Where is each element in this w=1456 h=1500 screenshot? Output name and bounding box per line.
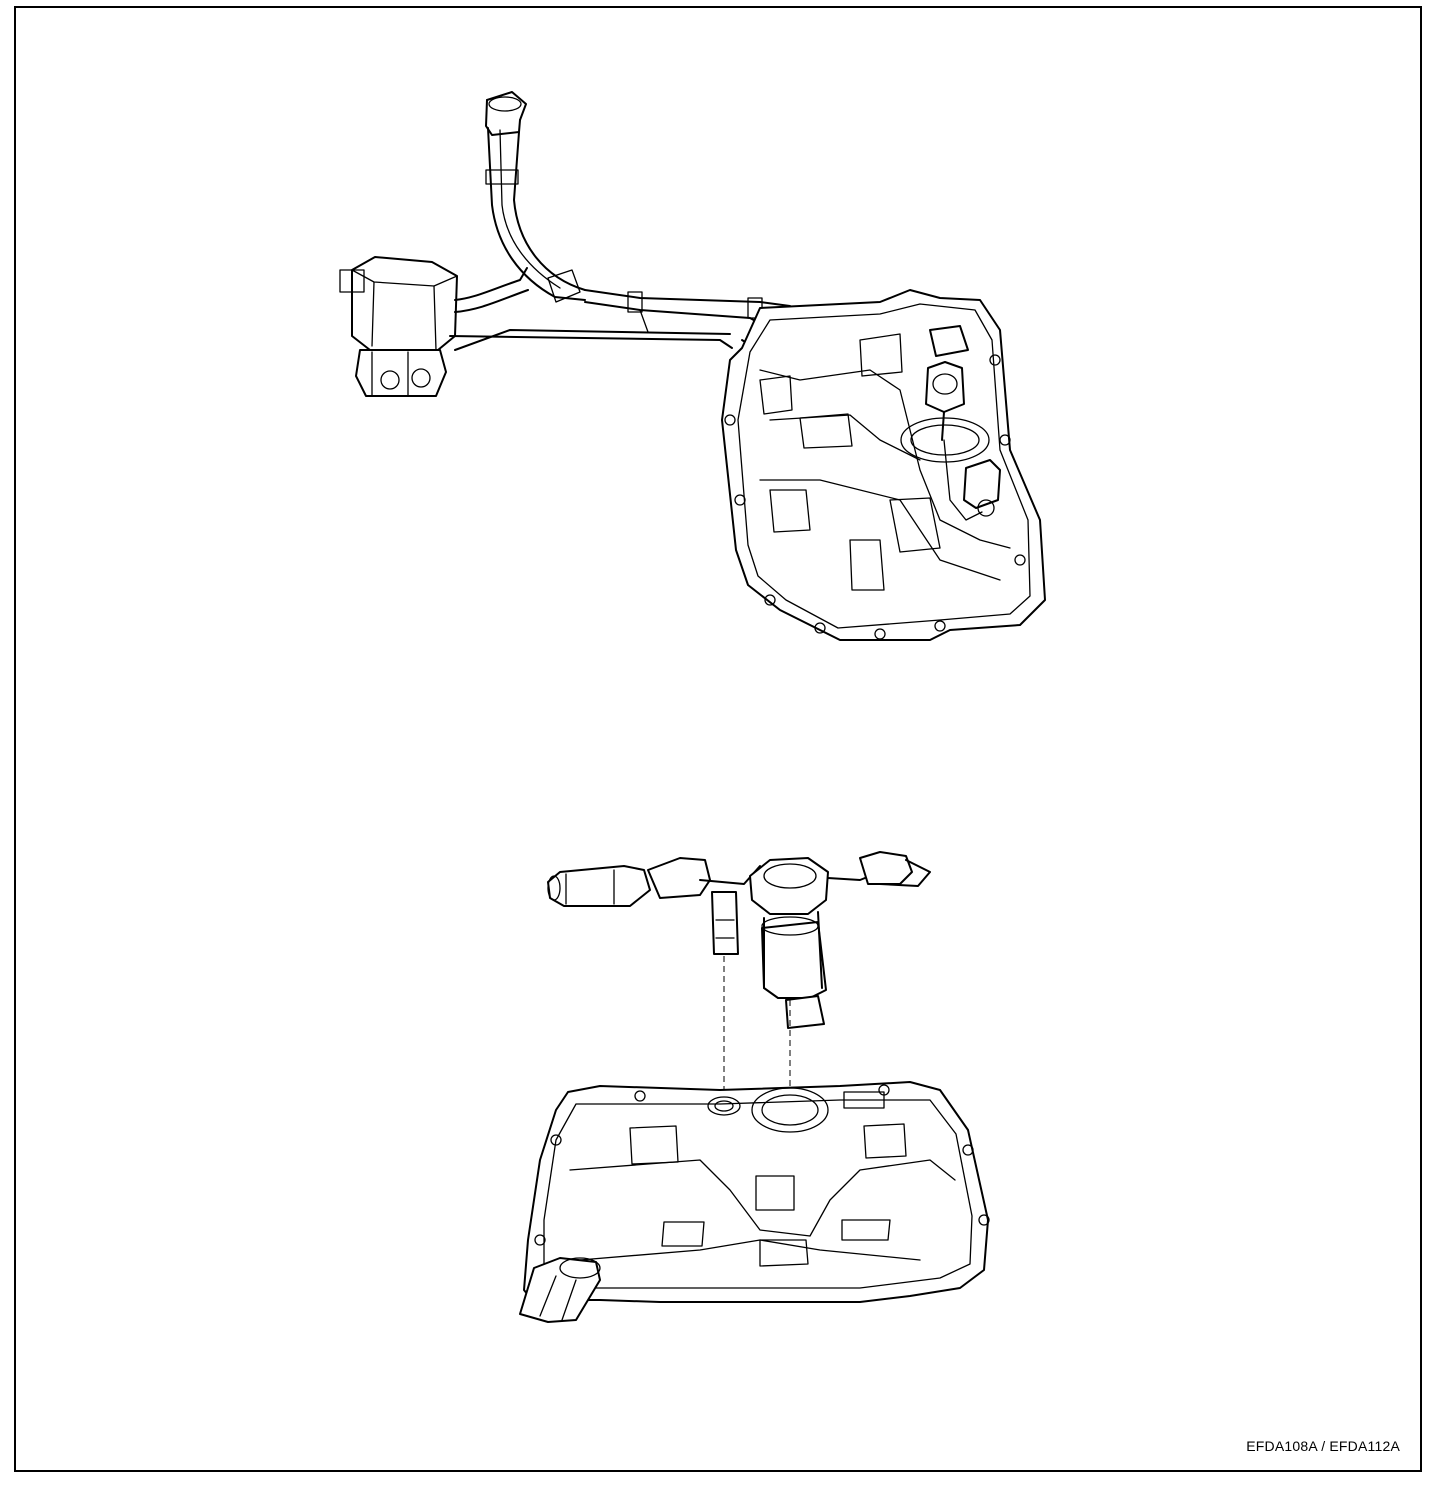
installation-alignment-lines — [723, 956, 791, 1090]
sender-and-pump-installed — [925, 325, 1001, 521]
fuel-tank-exploded — [519, 1081, 990, 1323]
evaporative-canister — [339, 256, 458, 397]
fuel-sender-unit-exploded — [547, 857, 761, 955]
figure-frame — [14, 6, 1422, 1472]
filler-neck-pipe — [485, 91, 586, 303]
figure-code: EFDA108A / EFDA112A — [1246, 1438, 1400, 1454]
fuel-pump-exploded — [749, 851, 931, 1029]
fuel-tank-installed — [721, 289, 1046, 641]
